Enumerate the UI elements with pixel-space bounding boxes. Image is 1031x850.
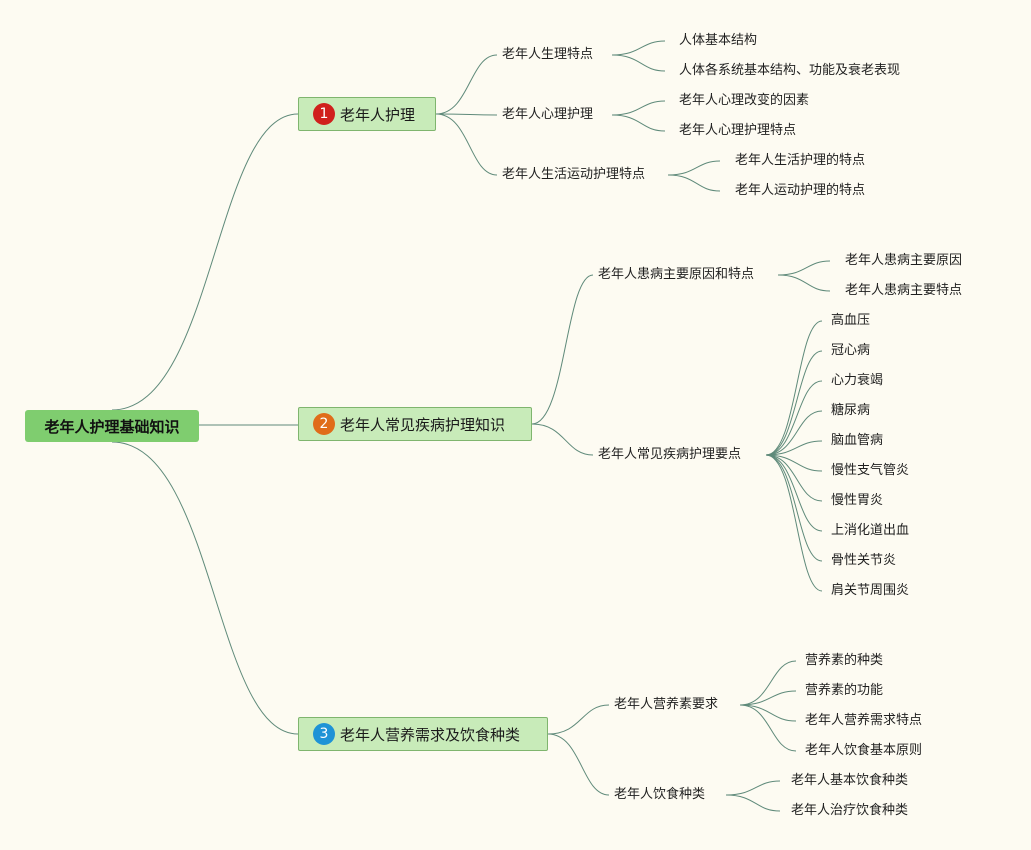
connector-topic-1-sub-2 (435, 113, 498, 116)
connector-sub-3-1-leaf-1 (739, 660, 797, 706)
connector-topic-2-sub-2 (531, 423, 594, 456)
connector-sub-3-1-leaf-3 (739, 704, 797, 722)
connector-sub-2-2-leaf-1 (765, 320, 823, 456)
leaf-2-1-2[interactable]: 老年人患病主要特点 (845, 283, 963, 298)
connector-sub-3-1-leaf-2 (739, 690, 797, 706)
subtopic-1-3[interactable]: 老年人生活运动护理特点 (502, 167, 646, 182)
subtopic-2-1[interactable]: 老年人患病主要原因和特点 (598, 267, 755, 282)
number-1-badge-icon: 1 (313, 103, 335, 125)
leaf-2-2-6[interactable]: 慢性支气管炎 (831, 463, 910, 478)
topic-2[interactable]: 2 老年人常见疾病护理知识 (298, 407, 532, 441)
connector-sub-2-2-leaf-5 (765, 440, 823, 456)
leaf-1-3-2[interactable]: 老年人运动护理的特点 (735, 183, 866, 198)
leaf-2-1-1[interactable]: 老年人患病主要原因 (845, 253, 963, 268)
root-topic-label: 老年人护理基础知识 (44, 417, 180, 436)
subtopic-3-1[interactable]: 老年人营养素要求 (614, 697, 719, 712)
topic-1[interactable]: 1 老年人护理 (298, 97, 436, 131)
connector-topic-1-sub-1 (435, 54, 498, 115)
connector-topic-1-sub-3 (435, 113, 498, 176)
topic-3[interactable]: 3 老年人营养需求及饮食种类 (298, 717, 548, 751)
leaf-3-1-2[interactable]: 营养素的功能 (805, 683, 884, 698)
leaf-3-1-4[interactable]: 老年人饮食基本原则 (805, 743, 923, 758)
connector-sub-1-1-leaf-1 (611, 40, 666, 56)
connector-sub-2-1-leaf-1 (777, 260, 831, 276)
leaf-3-2-2[interactable]: 老年人治疗饮食种类 (791, 803, 909, 818)
connector-sub-3-2-leaf-2 (725, 794, 781, 812)
connector-sub-3-1-leaf-4 (739, 704, 797, 752)
connector-topic-3-sub-2 (547, 733, 610, 796)
connector-sub-1-1-leaf-2 (611, 54, 666, 72)
connector-sub-2-2-leaf-6 (765, 454, 823, 472)
topic-3-label: 老年人营养需求及饮食种类 (340, 725, 521, 744)
connector-sub-1-3-leaf-2 (667, 174, 721, 192)
leaf-2-2-8[interactable]: 上消化道出血 (831, 523, 910, 538)
connector-sub-2-2-leaf-7 (765, 454, 823, 502)
connector-root-topic-3 (111, 441, 299, 735)
connector-sub-1-2-leaf-1 (611, 100, 666, 116)
connector-sub-2-2-leaf-3 (765, 380, 823, 456)
number-2-badge-icon: 2 (313, 413, 335, 435)
leaf-1-1-2[interactable]: 人体各系统基本结构、功能及衰老表现 (679, 63, 901, 78)
connector-sub-2-1-leaf-2 (777, 274, 831, 292)
subtopic-1-1[interactable]: 老年人生理特点 (502, 47, 594, 62)
leaf-2-2-5[interactable]: 脑血管病 (831, 433, 884, 448)
connector-root-topic-1 (111, 113, 299, 411)
leaf-1-1-1[interactable]: 人体基本结构 (679, 33, 758, 48)
connector-sub-2-2-leaf-10 (765, 454, 823, 592)
connector-sub-1-2-leaf-2 (611, 114, 666, 132)
leaf-2-2-7[interactable]: 慢性胃炎 (831, 493, 884, 508)
connector-topic-2-sub-1 (531, 274, 594, 425)
connector-sub-2-2-leaf-9 (765, 454, 823, 562)
connector-sub-2-2-leaf-2 (765, 350, 823, 456)
subtopic-3-2[interactable]: 老年人饮食种类 (614, 787, 706, 802)
leaf-2-2-9[interactable]: 骨性关节炎 (831, 553, 897, 568)
leaf-3-1-1[interactable]: 营养素的种类 (805, 653, 884, 668)
leaf-1-3-1[interactable]: 老年人生活护理的特点 (735, 153, 866, 168)
topic-2-label: 老年人常见疾病护理知识 (340, 415, 506, 434)
leaf-1-2-2[interactable]: 老年人心理护理特点 (679, 123, 797, 138)
connector-sub-3-2-leaf-1 (725, 780, 781, 796)
connector-topic-3-sub-1 (547, 704, 610, 735)
leaf-2-2-4[interactable]: 糖尿病 (831, 403, 871, 418)
number-3-badge-icon: 3 (313, 723, 335, 745)
leaf-2-2-1[interactable]: 高血压 (831, 313, 871, 328)
subtopic-2-2[interactable]: 老年人常见疾病护理要点 (598, 447, 742, 462)
subtopic-1-2[interactable]: 老年人心理护理 (502, 107, 594, 122)
connector-sub-2-2-leaf-8 (765, 454, 823, 532)
connector-sub-2-2-leaf-4 (765, 410, 823, 456)
leaf-2-2-2[interactable]: 冠心病 (831, 343, 871, 358)
leaf-2-2-10[interactable]: 肩关节周围炎 (831, 583, 910, 598)
leaf-1-2-1[interactable]: 老年人心理改变的因素 (679, 93, 810, 108)
leaf-3-2-1[interactable]: 老年人基本饮食种类 (791, 773, 909, 788)
leaf-2-2-3[interactable]: 心力衰竭 (831, 373, 884, 388)
root-topic[interactable]: 老年人护理基础知识 (25, 410, 199, 442)
topic-1-label: 老年人护理 (340, 105, 416, 124)
leaf-3-1-3[interactable]: 老年人营养需求特点 (805, 713, 923, 728)
connector-sub-1-3-leaf-1 (667, 160, 721, 176)
